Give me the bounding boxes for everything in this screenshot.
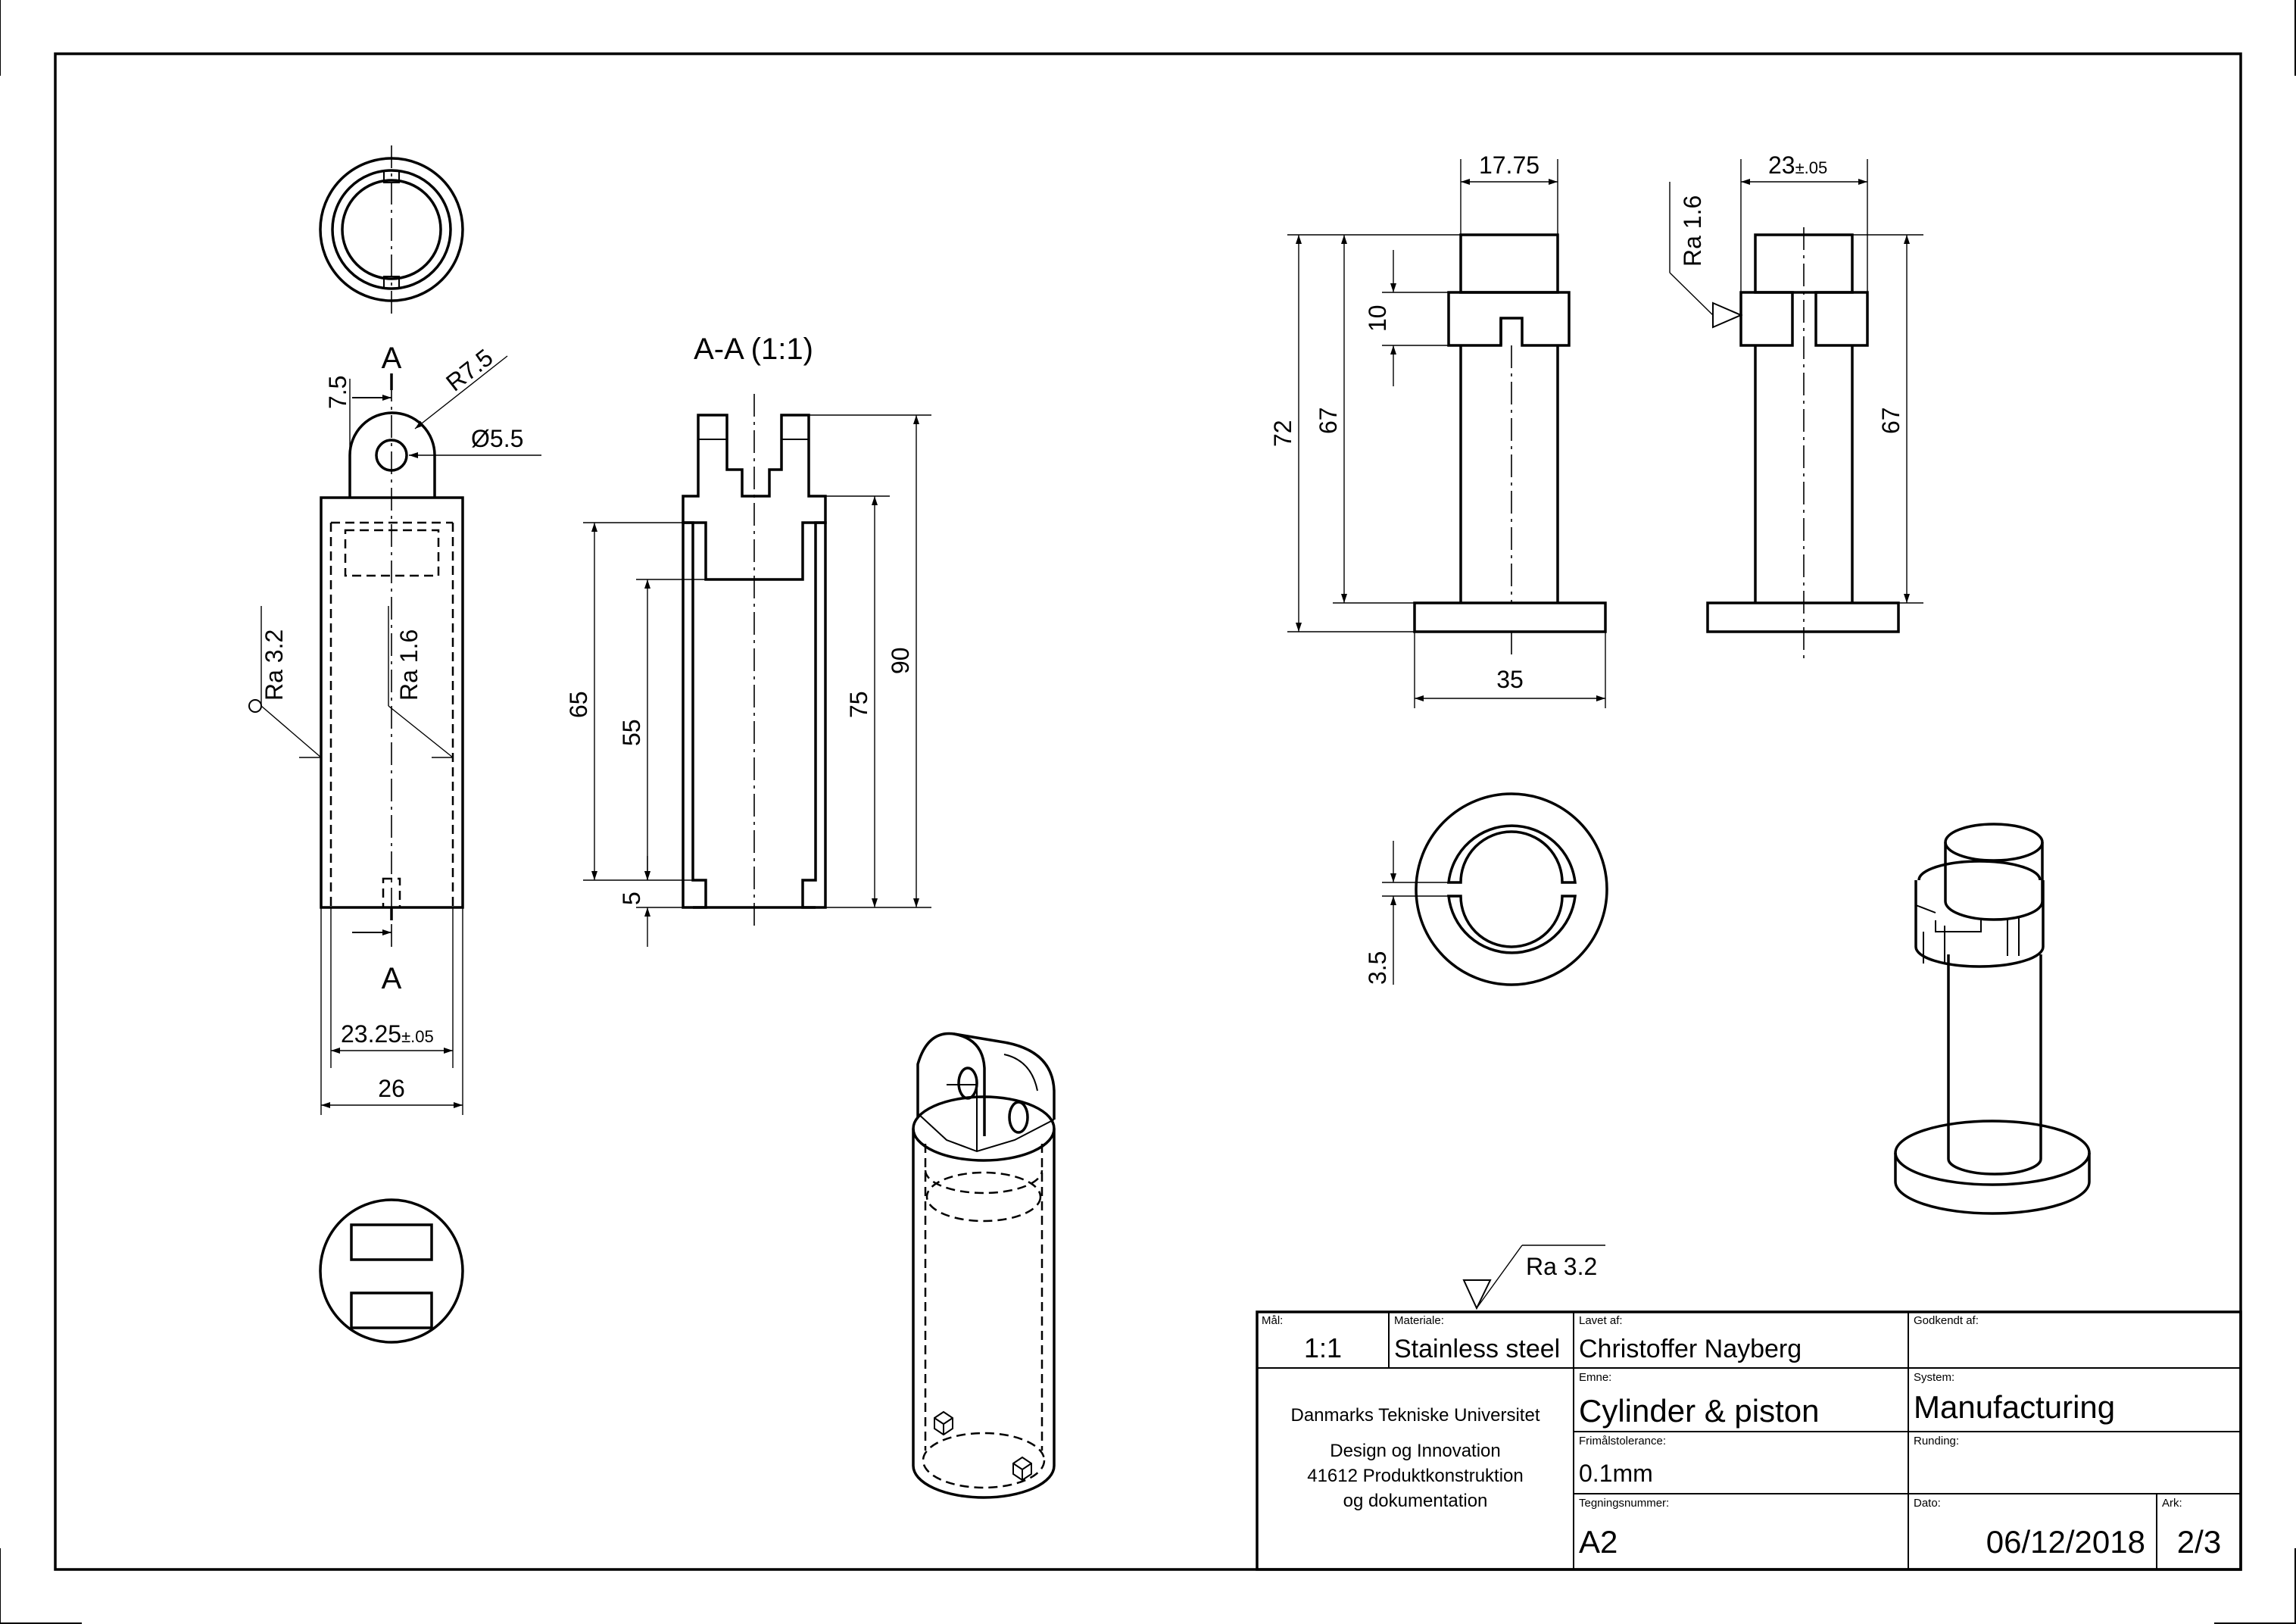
piston-side-dimensions: 23±.05 Ra 1.6 67 xyxy=(1669,151,1923,604)
tb-system-label: System: xyxy=(1914,1371,1954,1384)
dim-piston-72: 72 xyxy=(1269,420,1296,447)
tb-scale-value: 1:1 xyxy=(1304,1332,1342,1363)
tb-sheet-label: Ark: xyxy=(2162,1497,2182,1510)
section-dimensions: 65 55 5 75 90 xyxy=(565,414,931,947)
piston-side-view xyxy=(1706,227,1900,659)
cylinder-top-view xyxy=(319,145,464,314)
tb-sheet-value: 2/3 xyxy=(2177,1524,2221,1560)
ra-general: Ra 3.2 xyxy=(1526,1253,1597,1280)
tb-department: Design og Innovation xyxy=(1330,1441,1501,1461)
dim-piston-67: 67 xyxy=(1315,407,1342,434)
piston-front-dimensions: 17.75 72 67 10 35 xyxy=(1269,151,1606,708)
dim-piston-slot: 3.5 xyxy=(1364,951,1391,985)
dim-sec-75: 75 xyxy=(845,691,872,718)
dim-sec-55: 55 xyxy=(618,719,645,746)
dim-cyl-hole: Ø5.5 xyxy=(471,425,523,452)
title-block: Mål: 1:1 Materiale: Stainless steel Lave… xyxy=(1256,1310,2242,1571)
cylinder-bottom-view xyxy=(319,1198,464,1344)
section-marker-top: A xyxy=(382,342,402,375)
piston-front-view xyxy=(1413,233,1607,659)
drawing-frame xyxy=(54,52,2242,1571)
cylinder-isometric-view xyxy=(912,1032,1056,1499)
tb-subject-label: Emne: xyxy=(1579,1371,1611,1384)
dim-piston-width: 17.75 xyxy=(1479,151,1540,179)
tb-system-value: Manufacturing xyxy=(1914,1389,2115,1425)
tb-course-2: og dokumentation xyxy=(1343,1491,1488,1511)
tb-subject-value: Cylinder & piston xyxy=(1579,1393,1819,1429)
tb-drawing-no-label: Tegningsnummer: xyxy=(1579,1497,1669,1510)
dim-piston-10: 10 xyxy=(1364,304,1391,332)
tb-date-value: 06/12/2018 xyxy=(1986,1524,2145,1560)
dim-cyl-outer: 26 xyxy=(378,1075,405,1102)
tb-approved-label: Godkendt af: xyxy=(1914,1314,1979,1327)
dim-sec-5: 5 xyxy=(618,892,645,905)
section-a-a-view: A-A (1:1) xyxy=(682,333,827,928)
dim-sec-65: 65 xyxy=(565,691,592,718)
cylinder-front-dimensions: 7.5 R7.5 Ø5.5 Ra 3.2 Ra 1.6 23.25±.05 26 xyxy=(248,344,541,1115)
dim-cyl-bore: 23.25±.05 xyxy=(341,1020,434,1048)
tb-material-value: Stainless steel xyxy=(1394,1335,1560,1363)
tb-made-by-label: Lavet af: xyxy=(1579,1314,1623,1327)
section-label: A-A (1:1) xyxy=(694,333,813,366)
dim-sec-90: 90 xyxy=(887,647,914,674)
tb-material-label: Materiale: xyxy=(1394,1314,1444,1327)
dim-piston-head: 23±.05 xyxy=(1768,151,1827,179)
dim-cyl-offset: 7.5 xyxy=(324,376,351,409)
tb-scale-label: Mål: xyxy=(1262,1314,1283,1327)
piston-bottom-view: 3.5 xyxy=(1364,792,1608,986)
tb-rounding-label: Runding: xyxy=(1914,1435,1959,1448)
tb-university: Danmarks Tekniske Universitet xyxy=(1290,1405,1540,1426)
dim-piston-base: 35 xyxy=(1496,666,1524,693)
piston-isometric-view xyxy=(1894,823,2091,1215)
ra-cyl-inner: Ra 1.6 xyxy=(395,629,423,701)
ra-piston: Ra 1.6 xyxy=(1679,195,1706,267)
tb-tolerance-value: 0.1mm xyxy=(1579,1460,1653,1487)
section-marker-bottom: A xyxy=(382,962,402,995)
tb-date-label: Dato: xyxy=(1914,1497,1941,1510)
general-surface-finish: Ra 3.2 xyxy=(1462,1245,1605,1310)
tb-course: 41612 Produktkonstruktion xyxy=(1307,1466,1524,1486)
tb-tolerance-label: Frimålstolerance: xyxy=(1579,1435,1666,1448)
tb-drawing-no-value: A2 xyxy=(1579,1524,1617,1560)
cylinder-front-view: A A xyxy=(320,342,464,995)
ra-cyl-outer: Ra 3.2 xyxy=(260,629,288,701)
dim-cyl-radius: R7.5 xyxy=(441,344,498,397)
tb-made-by-value: Christoffer Nayberg xyxy=(1579,1335,1802,1363)
dim-piston-67-right: 67 xyxy=(1877,407,1904,434)
